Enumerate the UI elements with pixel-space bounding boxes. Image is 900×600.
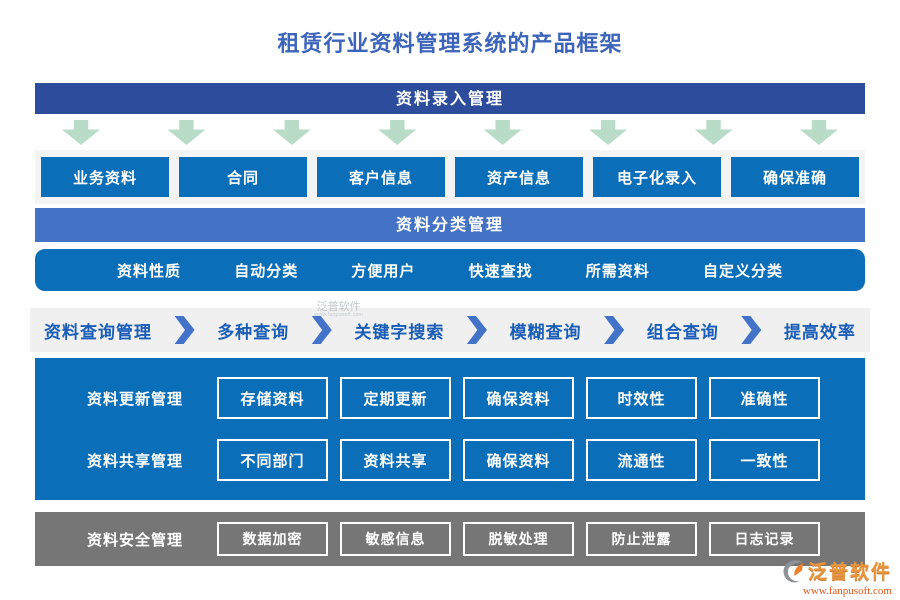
update-item: 定期更新 (340, 377, 451, 419)
entry-header-bar: 资料录入管理 (35, 83, 865, 114)
down-arrow-icon (378, 120, 417, 145)
security-item: 日志记录 (709, 522, 820, 556)
classify-item: 资料性质 (117, 261, 182, 280)
entry-item: 合同 (179, 157, 307, 197)
query-step: 资料查询管理 (44, 322, 152, 343)
classify-header-bar: 资料分类管理 (35, 208, 865, 242)
update-row-label: 资料更新管理 (86, 389, 183, 408)
down-arrow-icon (589, 120, 628, 145)
share-item: 资料共享 (340, 439, 451, 481)
update-share-panel: 资料更新管理 存储资料 定期更新 确保资料 时效性 准确性 资料共享管理 不同部… (35, 358, 865, 500)
share-item: 一致性 (709, 439, 820, 481)
page-title: 租赁行业资料管理系统的产品框架 (277, 32, 623, 57)
entry-item: 电子化录入 (593, 157, 721, 197)
chevron-right-icon (741, 316, 762, 344)
share-item: 不同部门 (217, 439, 328, 481)
entry-item: 客户信息 (317, 157, 445, 197)
entry-item: 资产信息 (455, 157, 583, 197)
fanpu-logo-top: 泛普软件 (782, 557, 892, 584)
update-item: 准确性 (709, 377, 820, 419)
query-step: 模糊查询 (509, 322, 582, 343)
down-arrow-icon (694, 120, 733, 145)
entry-items-panel: 业务资料 合同 客户信息 资产信息 电子化录入 确保准确 (35, 150, 865, 204)
chevron-right-icon (466, 316, 487, 344)
classify-item: 自定义分类 (702, 261, 783, 280)
security-row-label: 资料安全管理 (86, 530, 183, 549)
update-item: 存储资料 (217, 377, 328, 419)
share-item: 流通性 (586, 439, 697, 481)
entry-item: 确保准确 (731, 157, 859, 197)
security-row: 资料安全管理 数据加密 敏感信息 脱敏处理 防止泄露 日志记录 (65, 522, 820, 556)
classify-item: 方便用户 (351, 261, 416, 280)
security-item: 数据加密 (217, 522, 328, 556)
fanpu-logo: 泛普软件 www.fanpusoft.com (782, 557, 892, 597)
entry-item: 业务资料 (41, 157, 169, 197)
security-item: 防止泄露 (586, 522, 697, 556)
down-arrow-icon (799, 120, 838, 145)
query-flow-band: 资料查询管理 多种查询 关键字搜索 模糊查询 组合查询 提高效率 (30, 308, 870, 352)
fanpu-logo-name: 泛普软件 (807, 561, 892, 583)
update-row: 资料更新管理 存储资料 定期更新 确保资料 时效性 准确性 (65, 376, 820, 420)
security-item: 脱敏处理 (463, 522, 574, 556)
down-arrow-icon (483, 120, 522, 145)
query-step: 组合查询 (646, 322, 719, 343)
classify-item: 快速查找 (468, 261, 533, 280)
fanpu-logo-url: www.fanpusoft.com (802, 585, 892, 597)
query-step: 关键字搜索 (354, 322, 445, 343)
update-item: 确保资料 (463, 377, 574, 419)
query-step: 多种查询 (217, 322, 290, 343)
share-item: 确保资料 (463, 439, 574, 481)
share-row: 资料共享管理 不同部门 资料共享 确保资料 流通性 一致性 (65, 438, 820, 482)
classify-item: 所需资料 (585, 261, 650, 280)
classify-items-bar: 资料性质 自动分类 方便用户 快速查找 所需资料 自定义分类 (35, 249, 865, 291)
update-item: 时效性 (586, 377, 697, 419)
share-row-label: 资料共享管理 (86, 451, 183, 470)
down-arrow-row (62, 119, 838, 146)
query-step: 提高效率 (783, 322, 856, 343)
security-item: 敏感信息 (340, 522, 451, 556)
fanpu-logo-icon (783, 559, 803, 582)
down-arrow-icon (62, 120, 100, 145)
down-arrow-icon (167, 120, 206, 145)
down-arrow-icon (272, 120, 311, 145)
chevron-right-icon (311, 316, 332, 344)
chevron-right-icon (604, 316, 625, 344)
chevron-right-icon (174, 316, 195, 344)
classify-item: 自动分类 (234, 261, 299, 280)
security-panel: 资料安全管理 数据加密 敏感信息 脱敏处理 防止泄露 日志记录 (35, 512, 865, 566)
